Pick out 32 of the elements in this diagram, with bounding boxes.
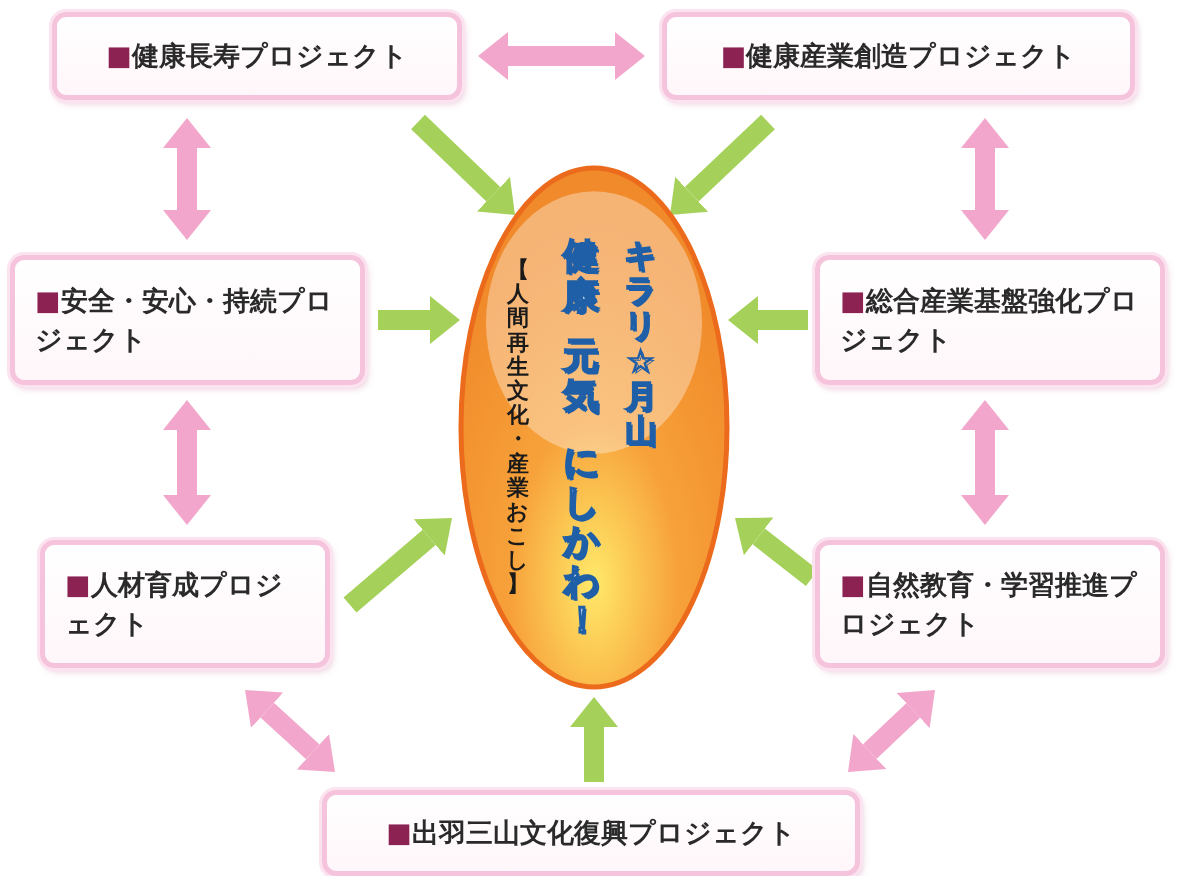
vertical-text: 健康 <box>563 236 599 316</box>
double-arrow <box>163 400 211 525</box>
project-title: ■健康産業創造プロジェクト <box>720 39 1077 74</box>
project-box <box>10 255 365 385</box>
vertical-text: にしかわ！ <box>563 442 600 640</box>
project-title: ■総合産業基盤強化プロジェクト <box>840 283 1139 357</box>
vertical-text: キラリ☆月山 <box>624 238 657 450</box>
project-box <box>815 255 1165 385</box>
project-box <box>662 12 1135 100</box>
double-arrow <box>163 118 211 240</box>
arrow <box>670 114 775 215</box>
project-box <box>815 540 1165 668</box>
project-title: ■健康長寿プロジェクト <box>106 39 408 74</box>
arrow <box>728 296 808 344</box>
arrow <box>411 114 515 215</box>
arrow <box>343 518 452 613</box>
arrow <box>378 296 460 344</box>
vertical-text: 元気 <box>563 336 599 416</box>
double-arrow <box>961 400 1009 525</box>
double-arrow <box>245 690 335 772</box>
arrow <box>570 697 618 782</box>
project-title: ■出羽三山文化復興プロジェクト <box>386 816 796 851</box>
project-box <box>52 12 462 100</box>
project-title: ■自然教育・学習推進プロジェクト <box>840 567 1138 641</box>
double-arrow <box>478 32 645 80</box>
vertical-text: 【人間再生文化・産業おこし】 <box>506 258 529 597</box>
project-title: ■安全・安心・持続プロジェクト <box>35 283 334 357</box>
double-arrow <box>961 118 1009 240</box>
project-box <box>322 790 860 876</box>
project-box <box>40 540 330 668</box>
double-arrow <box>848 690 935 772</box>
project-title: ■人材育成プロジェクト <box>65 567 284 641</box>
